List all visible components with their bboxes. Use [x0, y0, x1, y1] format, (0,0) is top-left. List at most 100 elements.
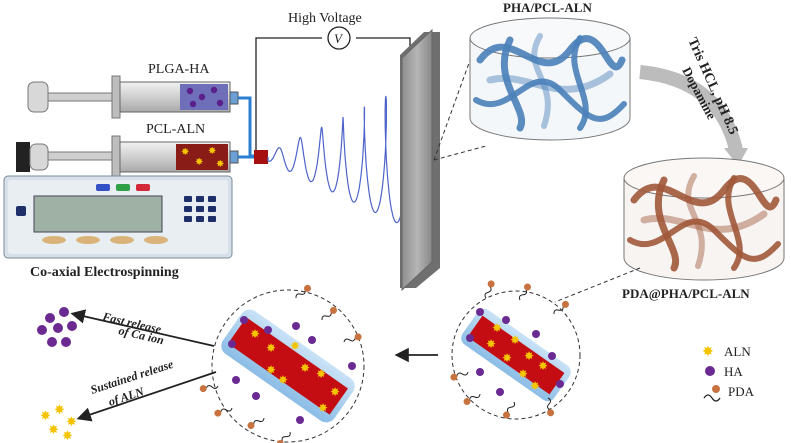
- pda-chain: [450, 371, 469, 381]
- fiber-strand: [725, 175, 743, 271]
- aln-star-icon: ✸: [266, 363, 276, 377]
- aln-star-icon: ✸: [266, 341, 276, 355]
- pda-chain: [321, 306, 337, 321]
- fiber-strand: [627, 218, 781, 262]
- released-aln: ✸✸ ✸✸ ✸: [40, 402, 77, 443]
- pump-button-blue: [96, 184, 110, 191]
- fiber-core: [467, 315, 565, 395]
- syringe-plga-ha: PLGA-HA: [27, 62, 239, 119]
- pda-chain: [484, 280, 495, 299]
- pda-chain: [518, 283, 531, 301]
- ha-particle: [556, 380, 564, 388]
- ha-particle: [548, 352, 556, 360]
- ha-particle: [532, 330, 540, 338]
- svg-text:✸: ✸: [181, 147, 189, 158]
- aln-star-icon: ✸: [502, 351, 512, 365]
- ha-particle: [476, 308, 484, 316]
- aln-star-icon: ✸: [290, 339, 300, 353]
- ha-particle: [264, 326, 272, 334]
- legend-ha-label: HA: [724, 364, 743, 379]
- voltmeter-symbol: V: [334, 31, 344, 46]
- fiber-strand: [486, 70, 614, 93]
- brown-fiber-network: [627, 173, 781, 272]
- pcl-aln-solution: [176, 144, 228, 170]
- pump-button-green: [116, 184, 130, 191]
- collector-plate: [400, 28, 440, 292]
- ha-particle: [228, 340, 236, 348]
- high-voltage-circuit: V High Voltage: [255, 11, 411, 150]
- syringe-pump-device: Co-axial Electrospinning: [3, 175, 233, 280]
- ha-particle: [296, 416, 304, 424]
- scaffold-pha-pcl-aln: PHA/PCL-ALN: [469, 0, 631, 141]
- aln-star-icon: ✸: [278, 373, 288, 387]
- legend: ✸ ALN HA PDA: [702, 344, 755, 402]
- ha-particle: [476, 368, 484, 376]
- voltmeter-icon: [327, 26, 351, 50]
- coaxial-tubing: [238, 96, 268, 159]
- aln-star-icon: ✸: [300, 361, 310, 375]
- svg-text:✸: ✸: [62, 428, 73, 443]
- fiber-strand: [571, 35, 589, 131]
- svg-text:✸: ✸: [66, 414, 77, 429]
- aln-star-icon: ✸: [530, 379, 540, 393]
- ha-particle: [292, 322, 300, 330]
- fiber-strand: [531, 33, 551, 129]
- svg-text:✸: ✸: [208, 146, 216, 157]
- coating-arrow: [639, 65, 743, 152]
- aln-star-icon: ✸: [518, 367, 528, 381]
- aln-star-icon: ✸: [330, 385, 340, 399]
- fiber-strand: [654, 176, 680, 272]
- ha-particle: [232, 376, 240, 384]
- legend-aln-label: ALN: [724, 344, 751, 359]
- pda-chain: [547, 397, 555, 417]
- svg-text:✸: ✸: [54, 402, 65, 417]
- pda-chain: [463, 393, 481, 405]
- aln-particles: ✸ ✸ ✸ ✸: [181, 146, 224, 170]
- svg-text:✸: ✸: [195, 157, 203, 168]
- aln-star-icon: ✸: [316, 367, 326, 381]
- aln-star-icon: ✸: [524, 349, 534, 363]
- label-co-axial-electrospinning: Co-axial Electrospinning: [30, 265, 179, 280]
- aln-star-icon: ✸: [538, 359, 548, 373]
- label-plga-ha: PLGA-HA: [148, 62, 210, 77]
- spinneret-nozzle: [254, 150, 268, 164]
- aln-star-icon: ✸: [492, 321, 502, 335]
- ha-particle: [466, 334, 474, 342]
- pda-chain: [276, 431, 291, 443]
- zoom-line-fiber: [554, 267, 641, 303]
- fiber-strand: [500, 36, 526, 132]
- scaffold-pda-coated: PDA@PHA/PCL-ALN: [622, 157, 785, 301]
- ha-particle: [496, 388, 504, 396]
- svg-text:✸: ✸: [40, 408, 51, 423]
- label-pda-pha-pcl-aln: PDA@PHA/PCL-ALN: [622, 286, 750, 301]
- svg-text:✸: ✸: [216, 159, 224, 170]
- ha-particle: [502, 316, 510, 324]
- ha-particle: [252, 392, 260, 400]
- ha-particle: [240, 316, 248, 324]
- pda-chain: [199, 385, 219, 393]
- released-ca-ions: [37, 307, 77, 347]
- zoom-fiber-release: ✸✸✸✸✸✸✸✸✸: [199, 284, 365, 443]
- aln-star-icon: ✸: [318, 401, 328, 415]
- legend-ha-icon: [705, 366, 715, 376]
- legend-aln-icon: ✸: [702, 345, 714, 360]
- fiber-strand: [473, 78, 627, 122]
- label-high-voltage: High Voltage: [288, 11, 362, 26]
- fiber-strand: [640, 210, 768, 233]
- pda-chain: [295, 284, 311, 299]
- fast-release-arrow: [70, 309, 215, 347]
- legend-pda-label: PDA: [728, 384, 755, 399]
- svg-text:✸: ✸: [48, 422, 59, 437]
- zoom-fiber-pda: ✸✸✸✸✸✸✸✸: [450, 280, 581, 420]
- syringe-pcl-aln: ✸ ✸ ✸ ✸ PCL-ALN: [16, 122, 239, 179]
- blue-fiber-network: [473, 33, 627, 132]
- electrospinning-jet: [267, 85, 419, 234]
- ha-particle: [348, 362, 356, 370]
- pda-chain: [503, 401, 516, 419]
- pump-keypad: [184, 196, 216, 222]
- aln-star-icon: ✸: [510, 333, 520, 347]
- legend-pda-icon: [703, 385, 721, 402]
- pda-chain: [214, 407, 233, 417]
- sustained-release-arrow: [76, 371, 217, 422]
